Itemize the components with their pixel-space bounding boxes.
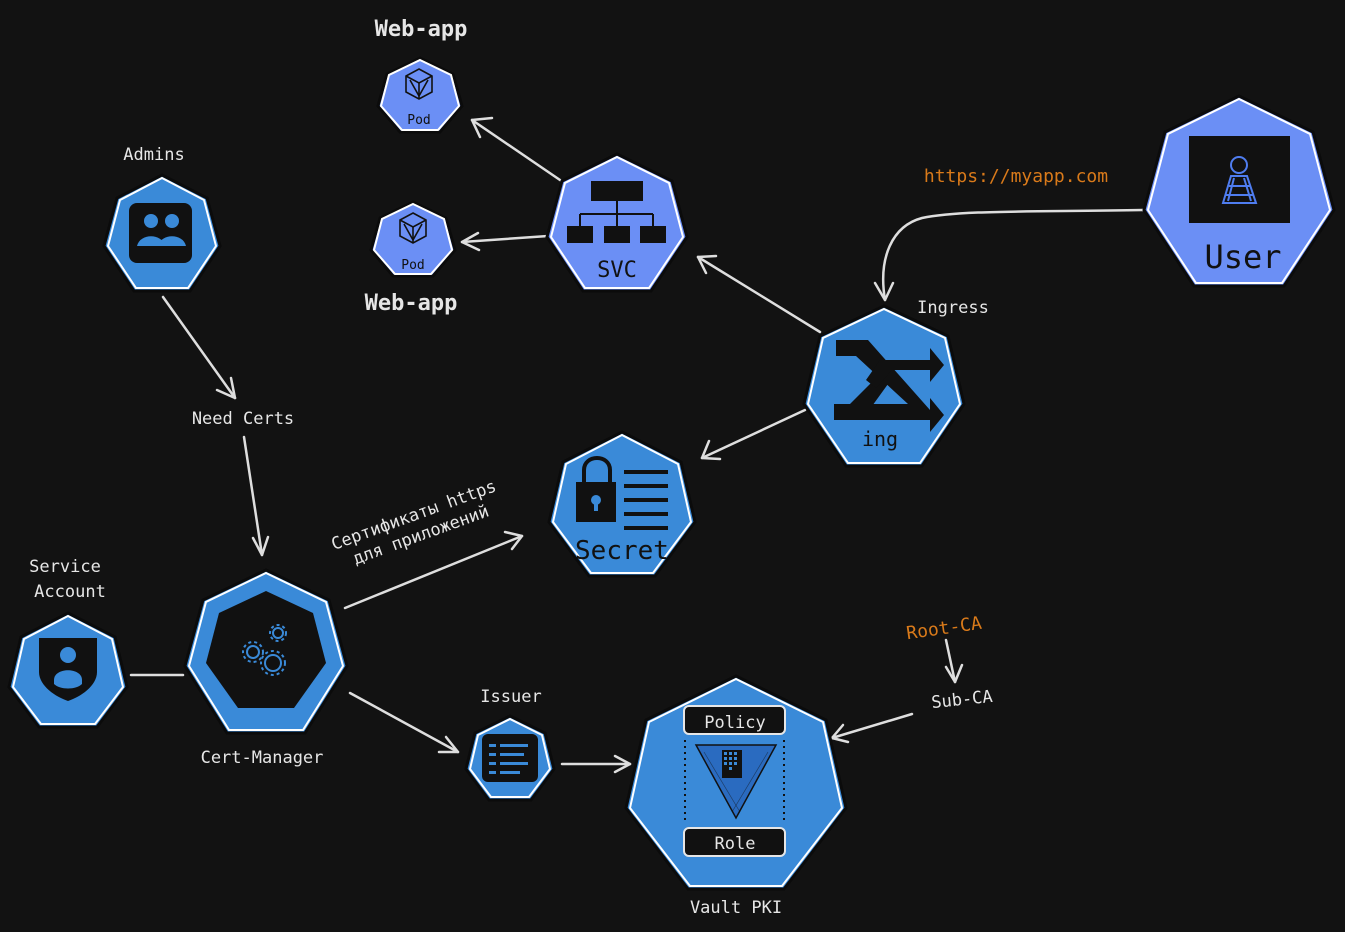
users-group-icon — [129, 203, 192, 263]
pod-node-bottom: Pod — [369, 200, 457, 278]
cube-icon — [399, 212, 427, 244]
shuffle-arrows-icon — [834, 340, 944, 432]
shield-user-icon — [39, 638, 97, 701]
issuer-label: Issuer — [480, 687, 541, 707]
secret-label: Secret — [575, 536, 669, 566]
edge-ingress-to-secret — [700, 408, 807, 461]
role-box: Role — [683, 827, 786, 857]
role-label: Role — [715, 834, 756, 854]
issuer-node — [464, 714, 556, 802]
vault-triangle-icon — [694, 744, 778, 820]
https-url-label: https://myapp.com — [924, 166, 1108, 187]
edge-svc-to-pod-bottom — [460, 231, 550, 252]
pod-label-bottom: Pod — [401, 258, 424, 273]
policy-label: Policy — [704, 713, 765, 733]
sub-ca-label: Sub-CA — [930, 687, 993, 713]
pod-label-top: Pod — [407, 113, 430, 128]
cube-icon — [405, 68, 433, 100]
svc-node: SVC — [545, 152, 689, 293]
user-screen — [1189, 136, 1290, 223]
vault-pki-label: Vault PKI — [690, 898, 782, 918]
ccm-label: c-cm — [244, 704, 287, 725]
secret-node: Secret — [547, 430, 697, 578]
service-account-label-line1: Service — [29, 557, 101, 577]
edge-user-to-ingress — [873, 208, 1145, 302]
pod-node-top: Pod — [376, 56, 464, 134]
edge-certmanager-to-secret — [343, 530, 524, 610]
certs-annotation: Сертификаты https для приложений — [329, 477, 499, 570]
user-node: User — [1142, 94, 1336, 288]
cert-manager-label: Cert-Manager — [201, 748, 324, 768]
edge-certmanager-to-issuer — [348, 691, 460, 754]
vault-node: Policy Role — [624, 674, 848, 891]
edge-admins-to-needcerts — [161, 295, 237, 400]
cert-manager-node: c-cm — [183, 568, 349, 735]
admins-label: Admins — [123, 145, 184, 165]
edges — [129, 116, 1145, 774]
svc-label: SVC — [597, 258, 637, 283]
person-icon — [1221, 156, 1258, 204]
policy-box: Policy — [683, 705, 786, 735]
admins-node — [102, 173, 222, 293]
edge-needcerts-to-certmanager — [242, 435, 270, 557]
ingress-label: Ingress — [917, 298, 989, 318]
gears-icon — [242, 624, 287, 676]
edge-rootca-to-subca — [944, 638, 964, 684]
edge-svc-to-pod-top — [470, 116, 562, 182]
list-icon — [482, 734, 538, 782]
ing-label: ing — [862, 427, 898, 451]
hierarchy-icon — [567, 181, 666, 243]
padlock-document-icon — [576, 456, 668, 530]
edge-subca-to-vault — [830, 712, 914, 744]
edge-issuer-to-vault — [560, 754, 632, 774]
need-certs-label: Need Certs — [192, 409, 294, 429]
service-account-label-line2: Account — [34, 582, 106, 602]
user-label: User — [1204, 238, 1281, 276]
service-account-node — [7, 611, 129, 729]
edge-ingress-to-svc — [696, 254, 822, 334]
ingress-node: ing — [802, 304, 966, 468]
web-app-label-top: Web-app — [375, 17, 468, 42]
web-app-label-bottom: Web-app — [365, 291, 458, 316]
root-ca-label: Root-CA — [905, 613, 983, 644]
